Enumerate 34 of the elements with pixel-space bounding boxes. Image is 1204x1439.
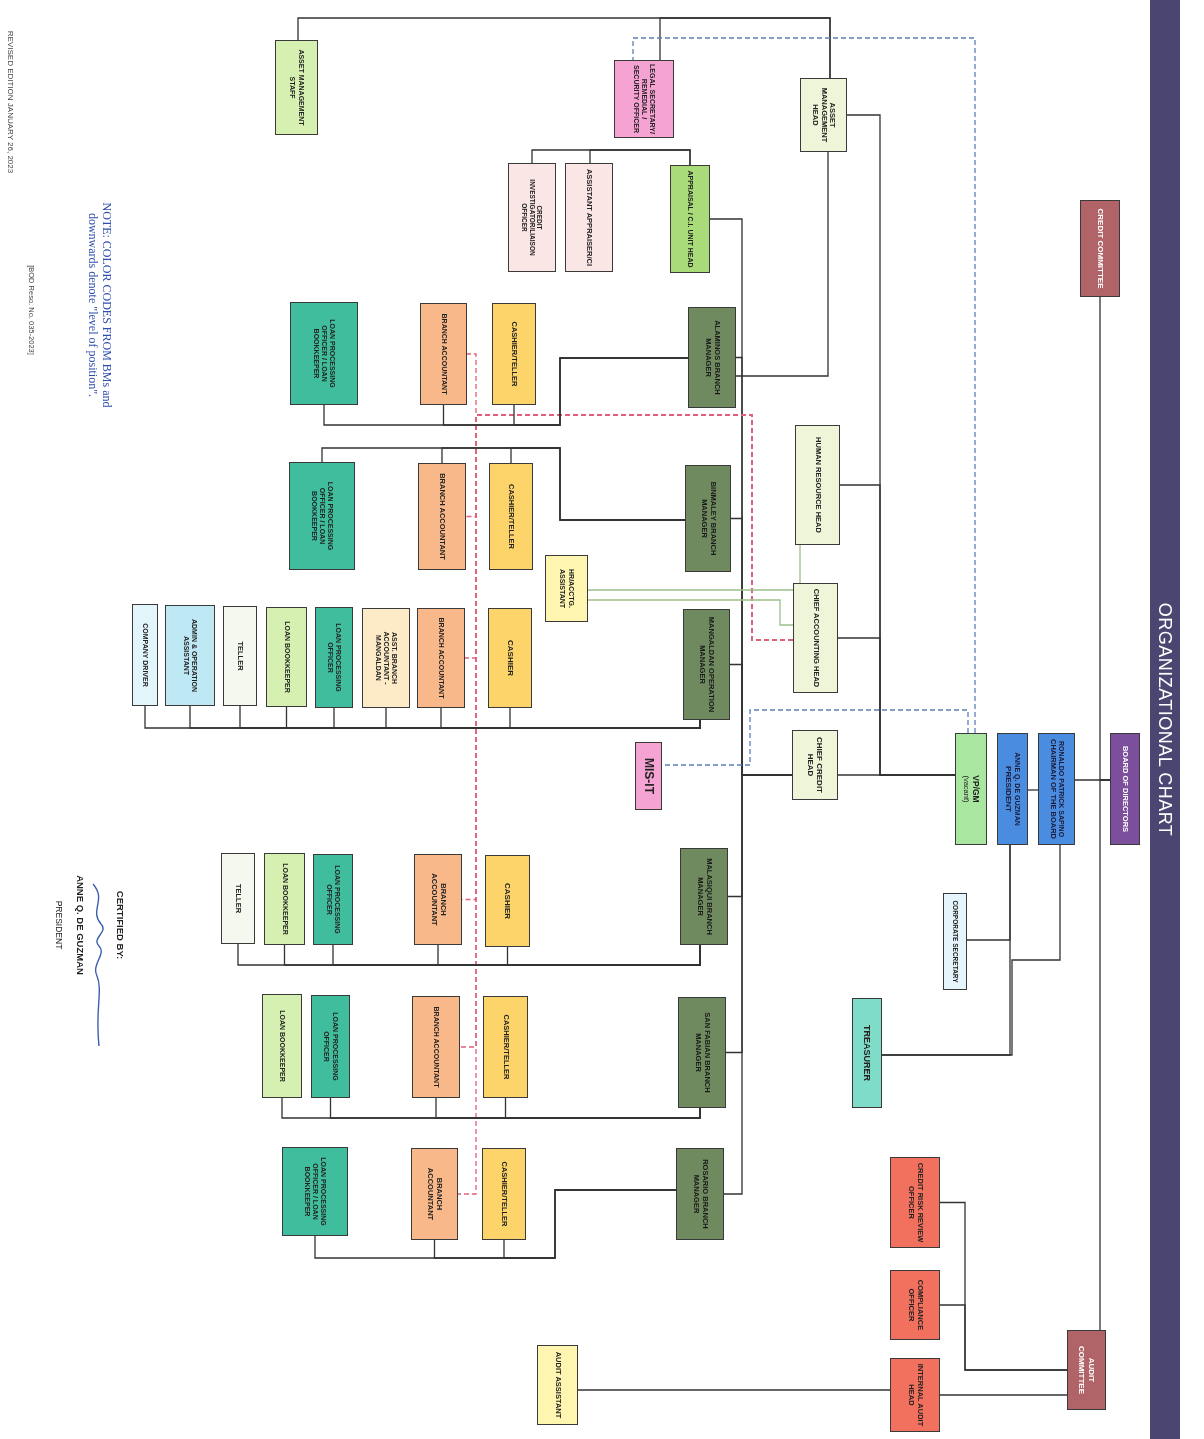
connector-line (314, 1189, 677, 1259)
connector-line (323, 357, 689, 426)
position-box: CHIEF CREDIT HEAD (792, 730, 838, 800)
connector-line (321, 447, 686, 521)
position-box: TREASURER (852, 998, 882, 1108)
connector-line (577, 1389, 891, 1391)
position-box: CREDIT COMMITTEE (1080, 200, 1120, 297)
connector-line (659, 17, 831, 79)
position-box: CASHIER (485, 855, 530, 947)
connector-line (1074, 779, 1111, 781)
position-box (1038, 733, 1075, 845)
position-box (955, 733, 987, 845)
connector-line (881, 844, 1061, 1056)
position-box: MIS-IT (635, 742, 662, 810)
note-text: NOTE: COLOR CODES FROM BMs and downwards denote "level of position". (85, 201, 114, 410)
dashed-connector (632, 37, 976, 734)
signatory-title: PRESIDENT (53, 899, 64, 952)
revision-date: REVISED EDITION JANUARY 26, 2023 (5, 29, 15, 176)
position-box: CASHIER (488, 608, 532, 708)
certified-by-label: CERTIFIED BY: (114, 889, 126, 962)
position-box: AUDIT COMMITTEE (1067, 1330, 1106, 1410)
connector-line (1027, 789, 1039, 791)
position-box (997, 733, 1028, 845)
chart-title: ORGANIZATIONAL CHART (1150, 0, 1180, 1439)
connector-line (587, 544, 801, 591)
connector-line (939, 1394, 1068, 1396)
role-text: PRESIDENT (1003, 766, 1014, 812)
connector-line (587, 599, 794, 626)
signatory-name: ANNE Q. DE GUZMAN (74, 874, 86, 977)
connector-line (531, 149, 691, 166)
name-text: VP/GM (970, 775, 981, 803)
connector-line (837, 774, 956, 776)
connector-line (735, 151, 829, 377)
connector-line (939, 1304, 1068, 1371)
